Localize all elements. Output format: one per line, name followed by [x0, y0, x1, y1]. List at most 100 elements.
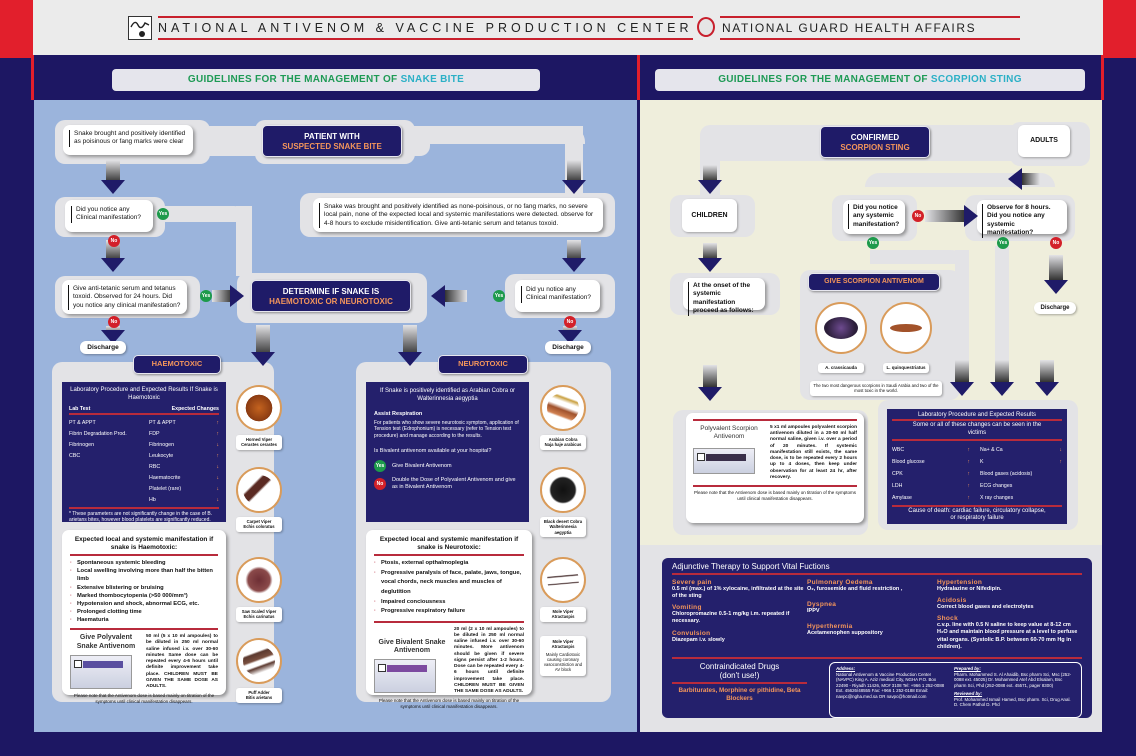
dose-note: Please note that the Antivenom dose is b… — [693, 490, 857, 501]
lab-test: PT & APPT — [69, 419, 96, 426]
arrow-down-icon — [1035, 382, 1059, 396]
lab-row: CPK↑ — [892, 468, 980, 480]
lab-item: Na+ & Ca — [980, 446, 1003, 453]
haemotoxic-lab-table: Laboratory Procedure and Expected Result… — [62, 382, 226, 524]
lab-left-column: WBC ↑ Blood glucose ↑ CPK↑ LDH↑ Amylase↑ — [892, 444, 980, 504]
manifestation-list: Ptosis, external opthalmoplegia Progress… — [374, 559, 524, 616]
arrow-down-icon: ↓ — [216, 463, 219, 470]
neurotoxic-identification-box: If Snake is positively identified as Ara… — [366, 382, 529, 522]
prepared-text: Pharm. Mohammed S. Al Ahaidib, Bsc pharm… — [954, 671, 1072, 688]
arrow-down-icon — [698, 180, 722, 194]
lab-change: PT & APPT ↑ — [149, 418, 219, 429]
arrow-down-icon: ↓ — [216, 474, 219, 481]
scorpion-photo-l-quinquestriatus — [880, 302, 932, 354]
poly-title: Polyvalent Scorpion Antivenom — [700, 425, 758, 441]
snake-name: Puff Adder — [248, 690, 270, 695]
arrow-up-icon: ↑ — [967, 470, 970, 477]
snake-image — [547, 393, 579, 423]
arrow-shaft — [995, 360, 1009, 382]
arrow-shaft — [567, 160, 581, 182]
lab-change: Hb↓ — [149, 495, 219, 506]
scorpion-image — [890, 324, 922, 332]
arrow-up-icon: ↑ — [967, 482, 970, 489]
list-item: Local swelling involving more than half … — [70, 567, 218, 583]
no-badge: No — [374, 477, 386, 490]
snake-image — [243, 565, 275, 595]
lab-subtitle: Some or all of these changes can be seen… — [892, 421, 1062, 441]
manifestation-list: Spontaneous systemic bleeding Local swel… — [70, 559, 218, 624]
arrow-shaft — [403, 325, 417, 355]
start-line2: SCORPION STING — [840, 143, 910, 153]
arrow-up-icon: ↑ — [216, 452, 219, 459]
contra-subtitle: (don't use!) — [672, 671, 807, 684]
path-block — [160, 206, 250, 222]
lab-item: Blood glucose — [892, 458, 925, 465]
dose-note: Please note that the Antivenom dose is b… — [73, 693, 215, 705]
arrow-right-icon — [230, 285, 244, 307]
snake-name: Mole Viper — [552, 609, 574, 614]
lab-row: LDH↑ — [892, 480, 980, 492]
box-text: Did you notice any systemic manifestatio… — [848, 204, 900, 230]
arrow-shaft — [567, 240, 581, 260]
adults-box: ADULTS — [1018, 125, 1070, 157]
bivalent-question: Is Bivalent antivenom available at your … — [374, 447, 492, 454]
snake-image — [547, 565, 579, 595]
box-text: Give anti-tetanic serum and tetanus toxo… — [68, 285, 181, 311]
lab-row: Amylase↑ — [892, 492, 980, 504]
discharge-label: Discharge — [1034, 302, 1076, 314]
arrow-shaft — [703, 365, 717, 387]
arrow-down-icon — [698, 258, 722, 272]
arrow-up-icon: ↑ — [967, 494, 970, 501]
arrow-down-icon — [698, 387, 722, 401]
snake-name: Horned Viper — [245, 437, 273, 442]
arrow-up-icon: ↑ — [216, 430, 219, 437]
change-name: FDP — [149, 430, 160, 437]
assist-respiration: Assist Respiration — [374, 410, 423, 417]
patient-suspected-snake-bite: PATIENT WITH SUSPECTED SNAKE BITE — [262, 125, 402, 157]
arrow-up-icon: ↑ — [216, 419, 219, 426]
arrow-up-icon: ↑ — [967, 458, 970, 465]
snake-latin: Echis carinatus — [243, 614, 275, 620]
therapy-text: 0.5 ml (max.) of 1% xylocaine, infiltrat… — [672, 586, 804, 600]
snake-latin: Cerastes cerastes — [241, 442, 277, 448]
give-antivenom-title: Give Bivalent Snake Antivenom — [378, 638, 446, 655]
snake-latin: Walterinnesia aegyptia — [549, 524, 577, 535]
scorpion-image — [824, 317, 858, 339]
no-badge: No — [108, 316, 120, 328]
therapy-text: Diazepam i.v. slowly — [672, 636, 725, 643]
lab-footnote: * These parameters are not significantly… — [69, 506, 219, 524]
center-red-divider — [637, 55, 640, 100]
polyvalent-scorpion-card: Polyvalent Scorpion Antivenom 5 x1 ml am… — [686, 413, 864, 523]
therapy-heading: Pulmonary Oedema — [807, 579, 873, 586]
path-block — [870, 250, 965, 264]
no-badge: No — [564, 316, 576, 328]
no-badge: No — [1050, 237, 1062, 249]
list-item: Impaired conciousness — [374, 598, 524, 608]
lab-test: CBC — [69, 452, 81, 459]
arrow-shaft — [212, 290, 232, 302]
path-block — [236, 206, 252, 276]
adjunct-title: Adjunctive Therapy to Support Vital Fuct… — [672, 562, 1082, 575]
col-header-test: Lab Test — [69, 405, 91, 412]
change-name: Leukocyte — [149, 452, 174, 459]
note-text: Mainly Cardiotoxic causing coronary vaso… — [543, 651, 583, 673]
change-name: PT & APPT — [149, 419, 176, 426]
box-text: Observe for 8 hours. Did you notice any … — [982, 204, 1062, 238]
list-item: Prolonged clotting time — [70, 608, 218, 616]
card-title: Expected local and systemic manifestatio… — [74, 536, 214, 552]
mole-viper-note: Mole Viper Atractaspis Mainly Cardiotoxi… — [540, 636, 586, 676]
lab-item: WBC — [892, 446, 905, 453]
box-text: At the onset of the systemic manifestati… — [688, 282, 760, 316]
snake-image — [547, 475, 579, 505]
therapy-heading: Convulsion — [672, 629, 711, 637]
lab-change: RBC↓ — [149, 462, 219, 473]
snake-name: Arabian Cobra — [548, 437, 578, 442]
arrow-down-icon: ↓ — [216, 496, 219, 503]
therapy-heading: Acidosis — [937, 597, 967, 605]
scorpion-guideline-title: GUIDELINES FOR THE MANAGEMENT OF SCORPIO… — [655, 69, 1085, 91]
box-text: Snake brought and positively identified … — [69, 130, 187, 147]
arrow-shaft — [703, 165, 717, 181]
